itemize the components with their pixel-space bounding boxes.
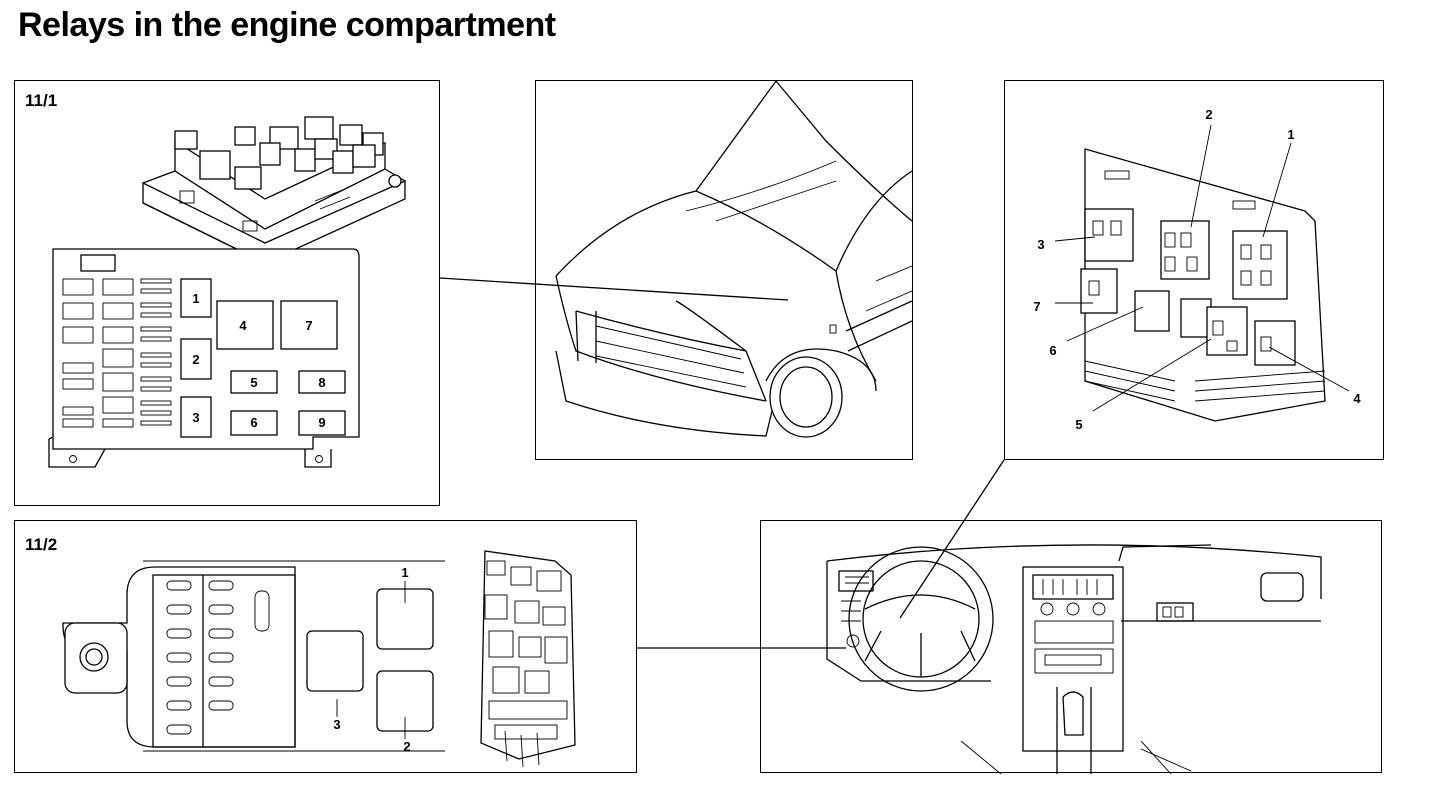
fuse-box-11-2-drawing: 1 3 2 bbox=[62, 550, 576, 768]
relay-label-2: 2 bbox=[403, 739, 410, 754]
panel-11-1: 11/1 bbox=[14, 80, 440, 506]
car-front-drawing bbox=[555, 80, 913, 438]
relay-label-3: 3 bbox=[333, 717, 340, 732]
relay-label-4: 4 bbox=[239, 318, 247, 333]
relay-label-8: 8 bbox=[318, 375, 325, 390]
callout-label-2: 2 bbox=[1205, 107, 1212, 122]
relay-box-side-drawing bbox=[480, 550, 576, 768]
relay-box-drawing: 2 1 3 7 6 5 4 bbox=[1033, 107, 1361, 432]
callout-label-3: 3 bbox=[1037, 237, 1044, 252]
callout-label-5: 5 bbox=[1075, 417, 1082, 432]
panel-relay-box: 2 1 3 7 6 5 4 bbox=[1004, 80, 1384, 460]
fuse-box-11-1-drawing: 1 2 3 4 5 6 7 8 9 bbox=[48, 116, 406, 468]
relay-label-1: 1 bbox=[401, 565, 408, 580]
fuse-box-layout: 1 2 3 4 5 6 7 8 9 bbox=[48, 248, 360, 468]
callout-label-4: 4 bbox=[1353, 391, 1361, 406]
panel-dashboard bbox=[760, 520, 1382, 775]
panel-11-2-label: 11/2 bbox=[25, 535, 58, 554]
relay-label-3: 3 bbox=[192, 410, 199, 425]
relay-label-2: 2 bbox=[192, 352, 199, 367]
panel-car-front bbox=[535, 80, 913, 460]
callout-label-1: 1 bbox=[1287, 127, 1294, 142]
relay-label-6: 6 bbox=[250, 415, 257, 430]
relay-label-9: 9 bbox=[318, 415, 325, 430]
page-title: Relays in the engine compartment bbox=[18, 6, 556, 44]
callout-label-7: 7 bbox=[1033, 299, 1040, 314]
relay-label-1: 1 bbox=[192, 291, 199, 306]
dashboard-drawing bbox=[826, 544, 1322, 775]
relay-label-7: 7 bbox=[305, 318, 312, 333]
callout-label-6: 6 bbox=[1049, 343, 1056, 358]
relay-box-iso-drawing bbox=[142, 116, 406, 278]
panel-11-2: 11/2 1 3 2 bbox=[14, 520, 637, 773]
panel-11-1-label: 11/1 bbox=[25, 91, 58, 110]
relay-label-5: 5 bbox=[250, 375, 257, 390]
